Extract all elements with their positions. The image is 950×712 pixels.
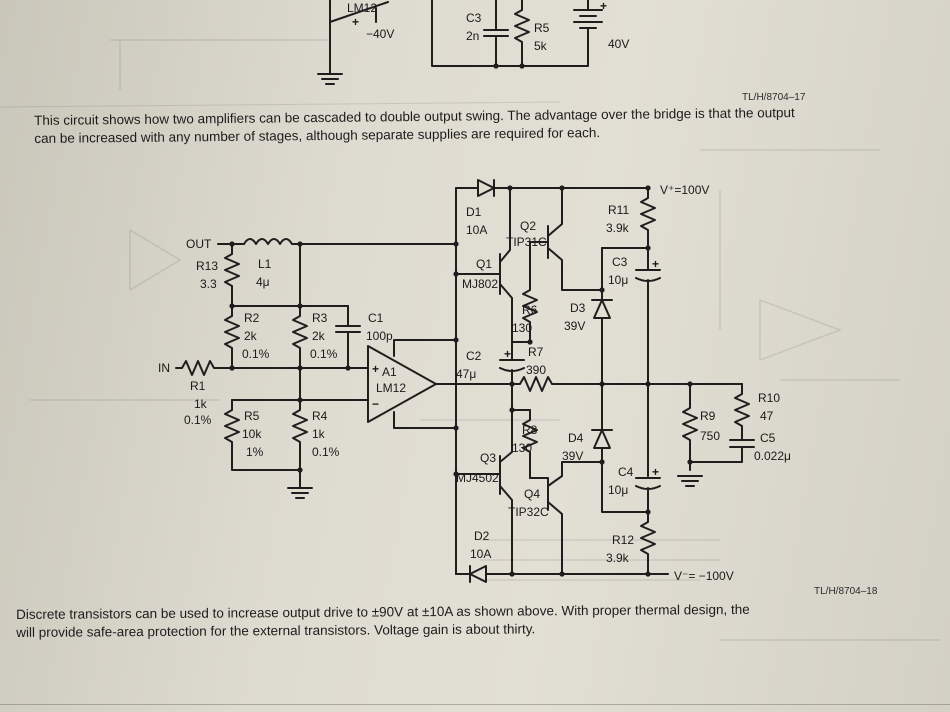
zener-d3 bbox=[591, 299, 613, 319]
top-neg-supply: −40V bbox=[366, 27, 394, 41]
c1-name: C1 bbox=[368, 311, 384, 325]
top-amp-plus: + bbox=[352, 15, 359, 29]
r5-value: 10k bbox=[242, 427, 262, 441]
r9-value: 750 bbox=[700, 429, 720, 443]
in-label: IN bbox=[158, 361, 170, 375]
top-supply-plus: + bbox=[600, 0, 607, 13]
r13-name: R13 bbox=[196, 259, 218, 273]
diode-d2 bbox=[469, 565, 487, 583]
r3-value: 2k bbox=[312, 329, 326, 343]
r8-value: 130 bbox=[512, 441, 532, 455]
r5-tol: 1% bbox=[246, 445, 264, 459]
r4-name: R4 bbox=[312, 409, 328, 423]
c4-value: 10μ bbox=[608, 483, 628, 497]
top-supply-label: 40V bbox=[608, 37, 629, 51]
transistor-q2 bbox=[547, 187, 563, 273]
d2-name: D2 bbox=[474, 529, 490, 543]
q2-name: Q2 bbox=[520, 219, 536, 233]
top-circuit: LM12 + −40V C3 2n R5 5k 40V + bbox=[317, 0, 629, 85]
c3-value: 10μ bbox=[608, 273, 628, 287]
a1-part: LM12 bbox=[376, 381, 406, 395]
a1-name: A1 bbox=[382, 365, 397, 379]
main-circuit: OUT L1 4μ R13 3.3 R2 2k 0.1% R3 2 bbox=[158, 179, 791, 583]
transistor-q1 bbox=[499, 187, 513, 343]
r4-tol: 0.1% bbox=[312, 445, 340, 459]
r5-name: R5 bbox=[244, 409, 260, 423]
r6-name: R6 bbox=[522, 303, 538, 317]
r7-value: 390 bbox=[526, 363, 546, 377]
c2-name: C2 bbox=[466, 349, 482, 363]
q2-part: TIP31C bbox=[506, 235, 547, 249]
c3-plus: + bbox=[652, 257, 659, 271]
l1-value: 4μ bbox=[256, 275, 270, 289]
d4-value: 39V bbox=[562, 449, 583, 463]
q1-part: MJ802 bbox=[462, 277, 498, 291]
opamp-a1 bbox=[367, 345, 437, 423]
d3-name: D3 bbox=[570, 301, 586, 315]
vplus-label: V⁺=100V bbox=[660, 183, 709, 197]
r10-name: R10 bbox=[758, 391, 780, 405]
r9-name: R9 bbox=[700, 409, 716, 423]
d2-value: 10A bbox=[470, 547, 491, 561]
a1-minus: − bbox=[372, 397, 379, 411]
top-c3-value: 2n bbox=[466, 29, 479, 43]
c2-plus: + bbox=[504, 347, 511, 361]
transistor-q4 bbox=[529, 461, 603, 575]
q4-name: Q4 bbox=[524, 487, 540, 501]
a1-plus: + bbox=[372, 362, 379, 376]
rule-bottom bbox=[0, 704, 950, 705]
vminus-label: V⁻= −100V bbox=[674, 569, 734, 583]
q3-name: Q3 bbox=[480, 451, 496, 465]
r3-tol: 0.1% bbox=[310, 347, 338, 361]
r12-value: 3.9k bbox=[606, 551, 630, 565]
r11-value: 3.9k bbox=[606, 221, 630, 235]
r3-name: R3 bbox=[312, 311, 328, 325]
r2-name: R2 bbox=[244, 311, 260, 325]
c5-value: 0.022μ bbox=[754, 449, 791, 463]
ground-b bbox=[677, 475, 703, 487]
r12-name: R12 bbox=[612, 533, 634, 547]
d3-value: 39V bbox=[564, 319, 585, 333]
caption-bottom: Discrete transistors can be used to incr… bbox=[16, 601, 750, 642]
q4-part: TIP32C bbox=[508, 505, 549, 519]
r1-tol: 0.1% bbox=[184, 413, 212, 427]
r4-value: 1k bbox=[312, 427, 326, 441]
top-r5-value: 5k bbox=[534, 39, 548, 53]
figure-id-18: TL/H/8704–18 bbox=[814, 586, 878, 597]
q1-name: Q1 bbox=[476, 257, 492, 271]
diode-d1 bbox=[477, 179, 495, 197]
r10-value: 47 bbox=[760, 409, 774, 423]
r1-value: 1k bbox=[194, 397, 208, 411]
r2-value: 2k bbox=[244, 329, 258, 343]
r2-tol: 0.1% bbox=[242, 347, 270, 361]
transistor-q3 bbox=[499, 409, 513, 575]
d1-name: D1 bbox=[466, 205, 482, 219]
zener-d4 bbox=[591, 429, 613, 449]
c4-plus: + bbox=[652, 465, 659, 479]
inductor-l1 bbox=[243, 238, 293, 245]
c1-value: 100p bbox=[366, 329, 393, 343]
r8-name: R8 bbox=[522, 423, 538, 437]
r11-name: R11 bbox=[608, 203, 629, 217]
c2-value: 47μ bbox=[456, 367, 476, 381]
r6-value: 130 bbox=[512, 321, 532, 335]
c3-name: C3 bbox=[612, 255, 628, 269]
l1-name: L1 bbox=[258, 257, 272, 271]
c5-name: C5 bbox=[760, 431, 776, 445]
top-amp-label: LM12 bbox=[347, 1, 377, 15]
r7-name: R7 bbox=[528, 345, 544, 359]
q3-part: MJ4502 bbox=[456, 471, 499, 485]
ground-a bbox=[287, 487, 313, 499]
r13-value: 3.3 bbox=[200, 277, 217, 291]
out-label: OUT bbox=[186, 237, 212, 251]
r1-name: R1 bbox=[190, 379, 206, 393]
top-r5-name: R5 bbox=[534, 21, 550, 35]
figure-id-17: TL/H/8704–17 bbox=[742, 92, 806, 103]
top-c3-name: C3 bbox=[466, 11, 482, 25]
d1-value: 10A bbox=[466, 223, 487, 237]
c4-name: C4 bbox=[618, 465, 634, 479]
d4-name: D4 bbox=[568, 431, 584, 445]
